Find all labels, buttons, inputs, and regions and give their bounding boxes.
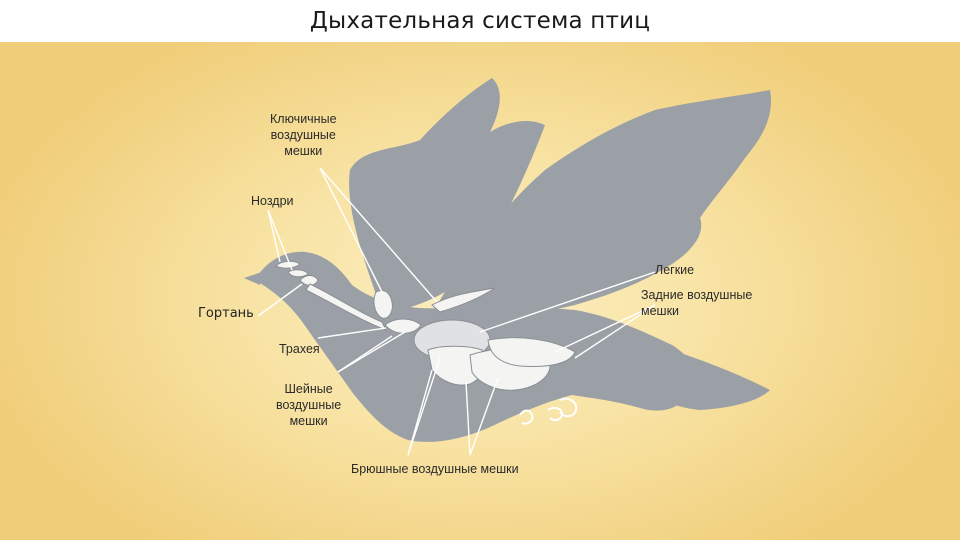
- slide-title: Дыхательная система птиц: [309, 8, 651, 34]
- label-posterior-sacs: Задние воздушные мешки: [641, 287, 752, 319]
- tail: [640, 340, 770, 410]
- label-clavicular-line1: Ключичные: [270, 112, 337, 126]
- label-clavicular-sacs: Ключичные воздушные мешки: [270, 111, 337, 159]
- label-lungs: Легкие: [655, 263, 695, 277]
- label-clavicular-line2: воздушные: [270, 128, 336, 142]
- clavicular-sac-organ: [373, 289, 393, 319]
- clavicular-sac-organ-2: [431, 287, 496, 313]
- cervical-sac-organ: [384, 318, 422, 334]
- label-cervical-sacs: Шейные воздушные мешки: [276, 381, 341, 429]
- nostrils-organ: [275, 260, 309, 278]
- front-wing: [440, 90, 771, 315]
- label-trachea: Трахея: [279, 342, 320, 356]
- label-cervical-line3: мешки: [289, 414, 328, 428]
- label-cervical-line2: воздушные: [276, 398, 342, 412]
- label-nostrils: Ноздри: [251, 194, 294, 208]
- leader-lines: [257, 167, 656, 456]
- trachea-organ: [305, 283, 388, 331]
- beak: [244, 272, 262, 285]
- rear-wing: [349, 78, 545, 310]
- bird-feet: [519, 397, 578, 425]
- label-clavicular-line3: мешки: [284, 144, 323, 158]
- label-posterior-line1: Задние воздушные: [641, 288, 753, 302]
- label-posterior-line2: мешки: [641, 304, 680, 318]
- larynx-organ: [299, 275, 319, 286]
- posterior-sac-organ: [487, 337, 576, 367]
- label-larynx: Гортань: [198, 306, 254, 321]
- label-abdominal-sacs: Брюшные воздушные мешки: [351, 462, 519, 476]
- title-bar: Дыхательная система птиц: [0, 0, 960, 42]
- respiratory-organs: [275, 260, 576, 391]
- label-cervical-line1: Шейные: [284, 382, 333, 396]
